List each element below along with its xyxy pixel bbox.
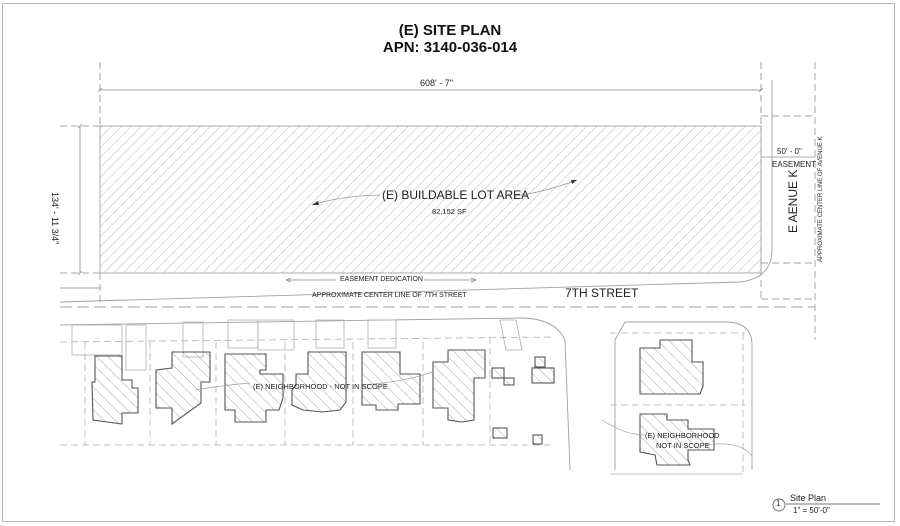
easement-dedication-arrow bbox=[285, 277, 477, 283]
drawing-title: (E) SITE PLAN bbox=[398, 22, 502, 39]
shed-1 bbox=[491, 367, 505, 379]
apn-number: APN: 3140-036-014 bbox=[382, 39, 518, 56]
house-4 bbox=[291, 351, 347, 413]
leader-arrow-icon bbox=[571, 180, 577, 184]
easement-dedication-label: EASEMENT DEDICATION bbox=[340, 276, 423, 283]
view-number: 1 bbox=[776, 499, 781, 508]
house-8 bbox=[639, 413, 715, 466]
neighborhood-label-left: (E) NEIGHBORHOOD - NOT IN SCOPE bbox=[253, 382, 388, 391]
lot-width-label: 608' - 7" bbox=[420, 78, 453, 88]
easement-width-label: 50' - 0" bbox=[777, 147, 802, 156]
seventh-street-centerline-label: APPROXIMATE CENTER LINE OF 7TH STREET bbox=[312, 292, 467, 299]
house-2 bbox=[155, 351, 211, 426]
lot-depth-dimension bbox=[60, 123, 100, 276]
driveway-lines bbox=[71, 319, 743, 475]
neighborhood-label-right-2: NOT IN SCOPE bbox=[656, 441, 710, 450]
shed-5 bbox=[492, 427, 508, 439]
shed-3 bbox=[534, 356, 546, 368]
buildable-lot-label: (E) BUILDABLE LOT AREA bbox=[382, 188, 530, 202]
buildable-lot-area bbox=[99, 125, 762, 274]
house-5 bbox=[361, 351, 421, 411]
street-curb-lines bbox=[59, 62, 816, 471]
house-7 bbox=[639, 339, 704, 395]
lot-depth-label: 134' - 11 3/4" bbox=[50, 192, 60, 245]
neighborhood-leaders bbox=[194, 371, 753, 457]
house-3 bbox=[224, 353, 284, 423]
shed-4 bbox=[531, 367, 555, 384]
seventh-street-label: 7TH STREET bbox=[565, 286, 639, 300]
house-1 bbox=[91, 355, 139, 425]
avenue-k-centerline-label: APPROXIMATE CENTER LINE OF AVENUE K bbox=[818, 136, 824, 262]
shed-2 bbox=[503, 377, 515, 386]
neighborhood-label-right-1: (E) NEIGHBORHOOD bbox=[645, 431, 720, 440]
neighborhood-houses bbox=[91, 339, 715, 466]
drawing-frame bbox=[2, 3, 895, 522]
view-scale: 1" = 50'-0" bbox=[793, 506, 830, 515]
lot-area-label: 82,152 SF bbox=[432, 207, 467, 216]
neighborhood-parcel-lines bbox=[59, 332, 745, 474]
view-name: Site Plan bbox=[790, 493, 827, 503]
lot-width-dimension bbox=[97, 62, 764, 126]
view-title-marker bbox=[772, 498, 880, 512]
avenue-k-label: E AENUE K bbox=[786, 169, 800, 233]
shed-6 bbox=[532, 434, 543, 445]
easement-label: EASEMENT bbox=[772, 160, 817, 169]
leader-arrow-icon bbox=[312, 201, 319, 205]
house-6 bbox=[432, 349, 486, 423]
